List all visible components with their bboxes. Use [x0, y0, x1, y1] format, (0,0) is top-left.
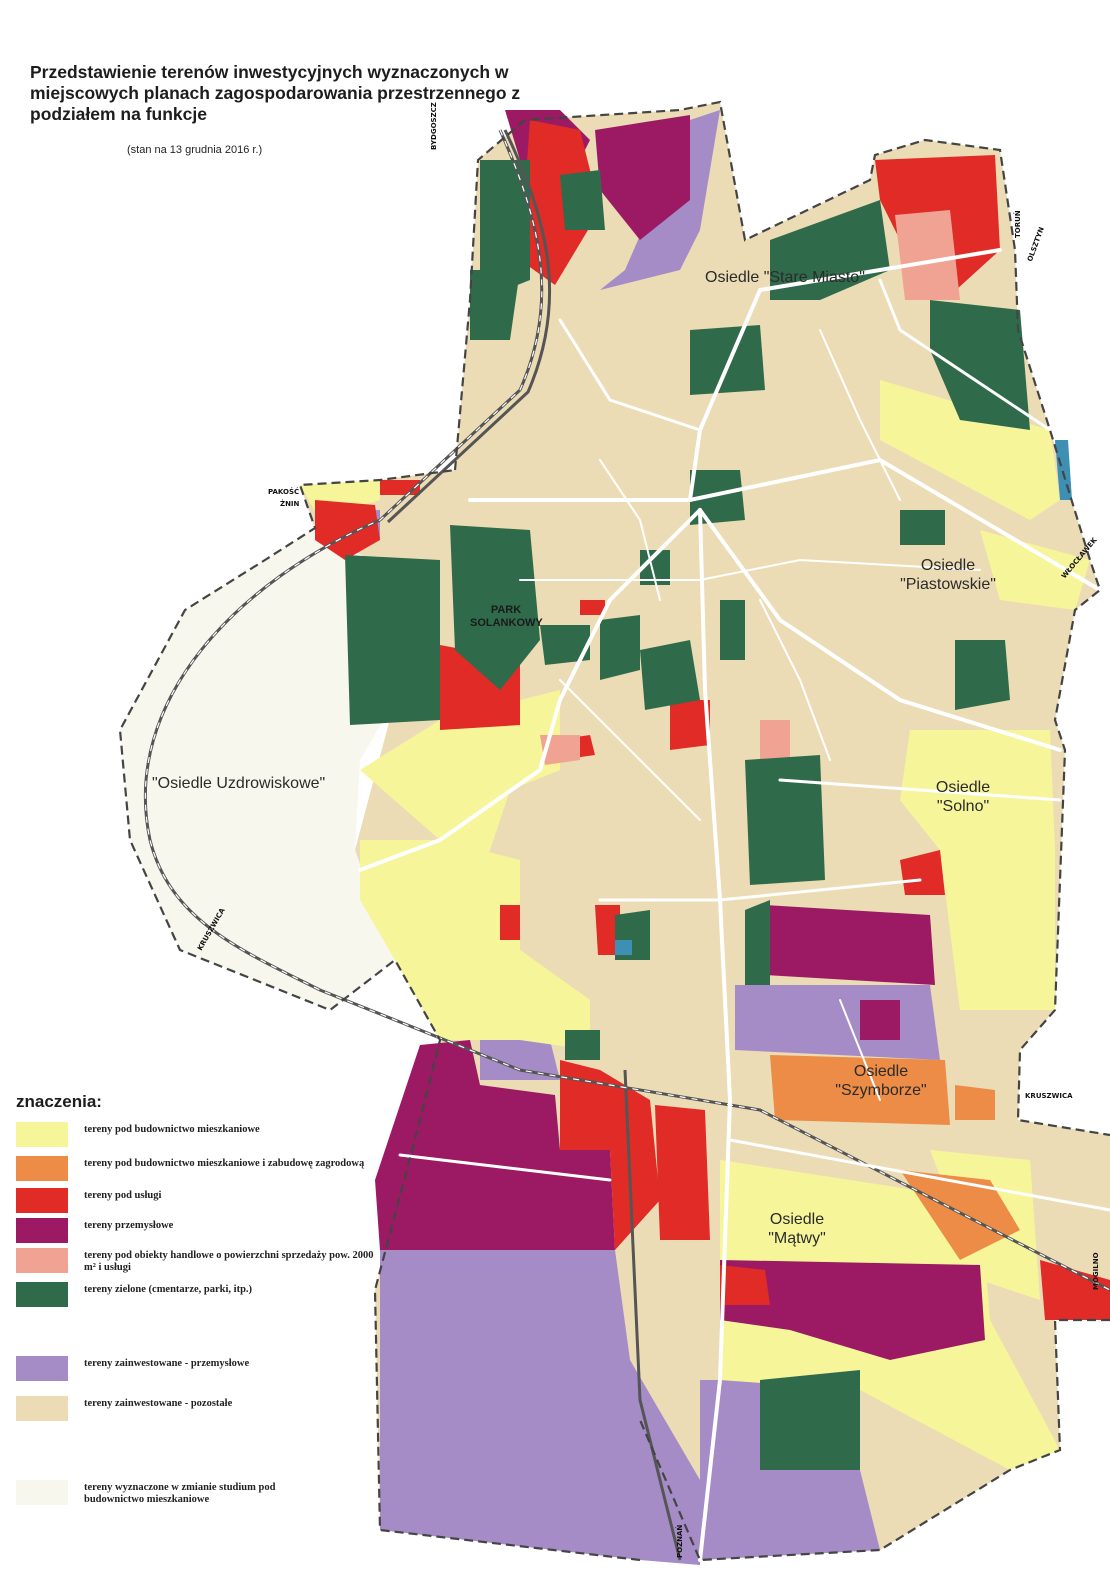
legend-swatch-services [16, 1188, 68, 1213]
area-green [345, 555, 440, 725]
legend-label-industrial: tereny przemysłowe [84, 1220, 174, 1231]
legend-swatch-residential [16, 1122, 68, 1147]
district-label-stare-miasto: Osiedle "Stare Miasto" [705, 269, 865, 286]
road-sign-kruszwica: KRUSZWICA [1025, 1092, 1073, 1100]
city-boundary [118, 100, 1110, 1562]
legend-swatch-residential-farm [16, 1156, 68, 1181]
legend-item-services: tereny pod usługi [16, 1188, 384, 1213]
legend-swatch-industrial [16, 1218, 68, 1243]
area-residential-farm [900, 1170, 1020, 1260]
area-green [955, 640, 1010, 710]
district-label-uzdrowiskowe: "Osiedle Uzdrowiskowe" [152, 775, 326, 792]
area-services [670, 700, 710, 750]
road-network [358, 248, 1110, 1562]
area-industrial [860, 1000, 900, 1040]
legend-swatch-green [16, 1282, 68, 1307]
area-residential [940, 850, 1055, 1010]
area-commercial [540, 735, 580, 765]
legend-swatch-invested-industrial [16, 1356, 68, 1381]
legend-item-industrial: tereny przemysłowe [16, 1218, 384, 1243]
area-services [560, 1060, 660, 1250]
area-services [900, 850, 945, 895]
legend-label-green: tereny zielone (cmentarze, parki, itp.) [84, 1284, 253, 1295]
area-industrial [765, 905, 935, 985]
map-subtitle: (stan na 13 grudnia 2016 r.) [127, 144, 263, 156]
area-green [745, 755, 825, 885]
road-sign-mogilno: MOGILNO [1092, 1252, 1100, 1290]
area-green [690, 325, 765, 395]
road-sign-pakosc: PAKOŚĆ [268, 488, 300, 496]
area-residential [980, 530, 1090, 610]
area-green [900, 510, 945, 545]
area-services [655, 1105, 710, 1240]
area-invested-industrial [380, 1250, 700, 1565]
map-title: Przedstawienie terenów inwestycyjnych wy… [30, 62, 521, 124]
area-services [500, 905, 520, 940]
area-industrial [595, 115, 690, 240]
legend-label-invested-industrial: tereny zainwestowane - przemysłowe [84, 1358, 250, 1369]
legend-label-study-change: tereny wyznaczone w zmianie studium pod … [84, 1482, 276, 1505]
legend-label-services: tereny pod usługi [84, 1190, 162, 1201]
legend-label-residential-farm: tereny pod budownictwo mieszkaniowe i za… [84, 1158, 365, 1169]
district-label-szymborze: Osiedle "Szymborze" [835, 1063, 927, 1099]
area-green [480, 160, 530, 300]
area-residential [360, 840, 590, 1050]
legend-title: znaczenia: [16, 1092, 102, 1111]
area-services [520, 120, 600, 285]
area-green [690, 470, 745, 525]
area-industrial [375, 1040, 615, 1250]
area-residential-farm [770, 1055, 950, 1125]
area-industrial [720, 1260, 985, 1360]
area-green [760, 1370, 860, 1470]
area-invested-industrial [480, 1040, 560, 1080]
legend-item-study-change: tereny wyznaczone w zmianie studium pod … [16, 1480, 294, 1506]
district-label-piastowskie: Osiedle "Piastowskie" [900, 557, 996, 593]
area-invested-industrial [735, 985, 940, 1060]
area-commercial [895, 210, 960, 300]
legend-swatch-commercial [16, 1248, 68, 1273]
area-services [720, 1265, 770, 1305]
area-green [720, 600, 745, 660]
district-label-matwy: Osiedle "Mątwy" [768, 1211, 826, 1247]
railway-ticks [144, 129, 1110, 1291]
area-green [450, 525, 540, 690]
area-green [930, 300, 1030, 430]
area-green [560, 170, 605, 230]
legend-swatch-study-change [16, 1480, 68, 1505]
road-sign-bydgoszcz: BYDGOSZCZ [430, 102, 438, 150]
legend-label-commercial: tereny pod obiekty handlowe o powierzchn… [84, 1250, 374, 1273]
road-sign-torun: TORUŃ [1014, 210, 1022, 238]
area-green [565, 1030, 600, 1060]
district-label-solno: Osiedle "Solno" [935, 779, 991, 815]
legend-swatch-invested-other [16, 1396, 68, 1421]
area-green [470, 270, 520, 340]
legend-item-invested-other: tereny zainwestowane - pozostałe [16, 1396, 384, 1421]
legend-label-residential: tereny pod budownictwo mieszkaniowe [84, 1124, 260, 1135]
water [615, 940, 632, 955]
legend-item-residential: tereny pod budownictwo mieszkaniowe [16, 1122, 384, 1147]
area-green [600, 615, 640, 680]
area-residential-farm [955, 1085, 995, 1120]
area-residential [880, 380, 1060, 520]
area-residential [900, 730, 1055, 850]
legend-item-residential-farm: tereny pod budownictwo mieszkaniowe i za… [16, 1156, 374, 1181]
area-green [640, 640, 700, 710]
area-green [540, 625, 590, 665]
legend-item-commercial: tereny pod obiekty handlowe o powierzchn… [16, 1248, 374, 1274]
legend-label-invested-other: tereny zainwestowane - pozostałe [84, 1398, 233, 1409]
area-green [745, 900, 770, 985]
area-green [640, 550, 670, 585]
road-sign-poznan: POZNAŃ [676, 1524, 684, 1558]
area-study-change [120, 528, 395, 1010]
park-label: PARK SOLANKOWY [470, 604, 543, 629]
legend-item-invested-industrial: tereny zainwestowane - przemysłowe [16, 1356, 384, 1381]
area-services [595, 905, 620, 955]
area-services [580, 600, 605, 615]
legend-item-green: tereny zielone (cmentarze, parki, itp.) [16, 1282, 274, 1307]
road-sign-znin: ŻNIN [280, 500, 300, 508]
area-services [1040, 1260, 1110, 1320]
